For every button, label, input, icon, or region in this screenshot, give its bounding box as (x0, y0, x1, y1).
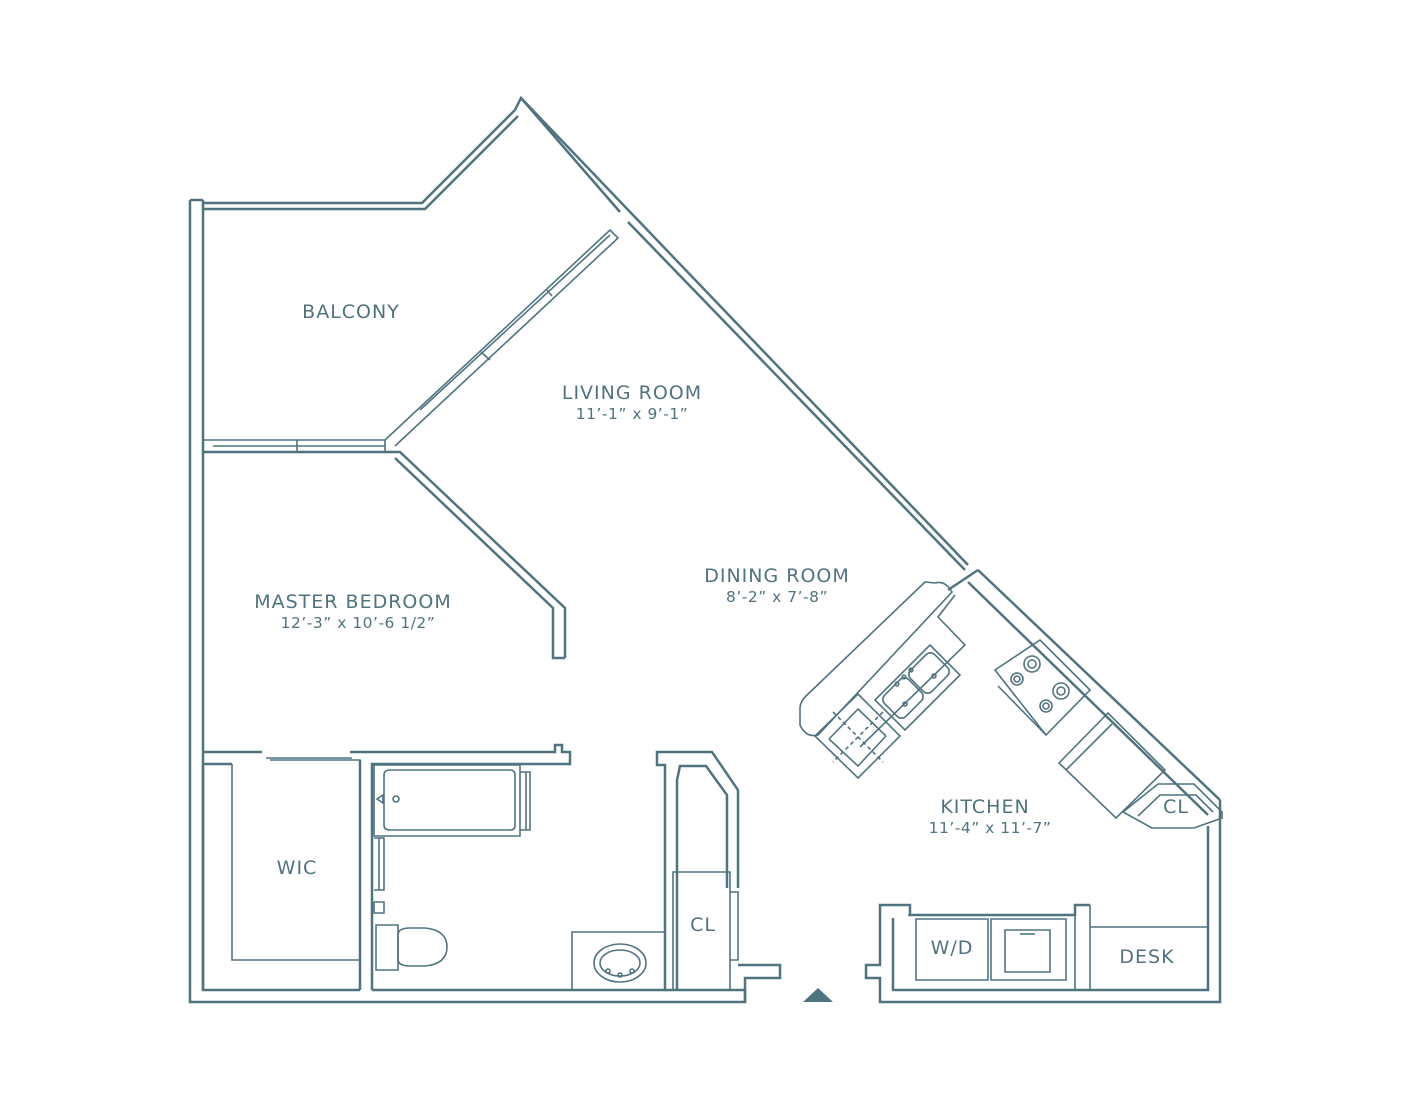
kitchen-label: KITCHEN (940, 796, 1029, 818)
balcony-label: BALCONY (302, 301, 400, 323)
dining-room-dims: 8’-2” x 7’-8” (726, 588, 828, 606)
dining-room-label: DINING ROOM (704, 565, 850, 587)
master-bedroom-label: MASTER BEDROOM (254, 591, 451, 613)
kitchen-dims: 11’-4” x 11’-7” (929, 819, 1052, 837)
master-bedroom-dims: 12’-3” x 10’-6 1/2” (281, 614, 436, 632)
balcony-sliding-doors (202, 228, 620, 453)
wic-label: WIC (277, 857, 318, 879)
exterior-walls (188, 95, 1222, 1004)
entry-arrow-icon (803, 988, 833, 1002)
living-room-dims: 11’-1” x 9’-1” (576, 405, 688, 423)
bathroom (372, 750, 747, 1002)
kitchen-fixtures (799, 581, 1223, 990)
laundry-label: W/D (931, 937, 974, 959)
bedroom-partition (203, 450, 567, 766)
desk-label: DESK (1119, 946, 1174, 968)
wic-room (201, 743, 572, 992)
living-room-label: LIVING ROOM (562, 382, 702, 404)
bath-closet-label: CL (690, 914, 716, 936)
kitchen-closet-label: CL (1163, 796, 1189, 818)
